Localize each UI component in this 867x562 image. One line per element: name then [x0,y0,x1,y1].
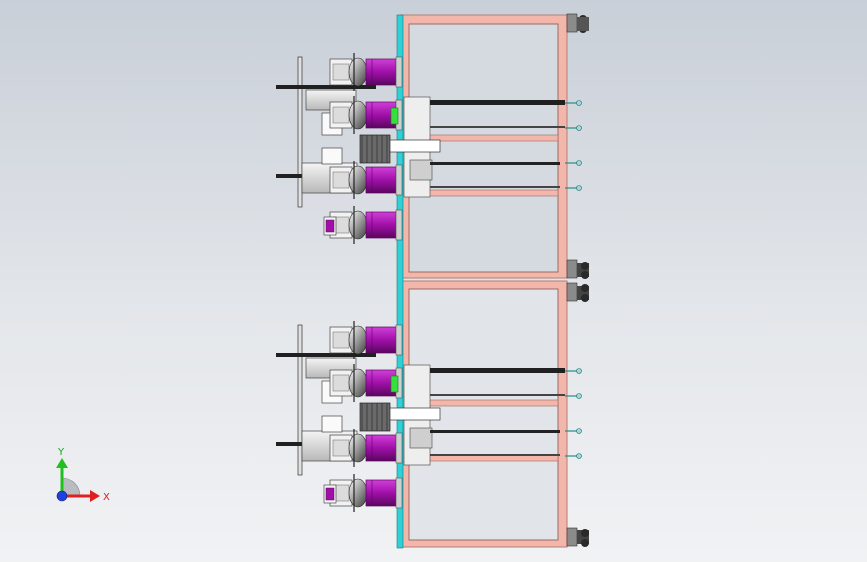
rod-end-nut [576,368,582,374]
rod-4 [430,186,560,188]
motor-mount-face [332,106,350,124]
carriage-plate [389,407,441,421]
rod-end-nut [576,185,582,191]
motor-unit-lower-1 [329,321,403,359]
caster-mid-lower [566,282,589,302]
motor-unit-upper-1 [329,53,403,91]
motor-body [365,166,397,194]
motor-body [365,479,397,507]
rod-3 [430,430,560,433]
motor-end-cap [348,478,368,508]
motor-mount-face [332,439,350,457]
drive-module-lower [276,321,582,512]
rod-top [430,100,565,105]
rod-2 [430,126,565,128]
motor-flange [395,56,403,88]
back-plate [297,324,303,476]
drive-module-upper [276,53,582,244]
motor-end-cap [348,100,368,130]
carriage-plate [389,139,441,153]
motor-end-cap [348,325,368,355]
rod-end-nut [576,428,582,434]
indicator-purple [325,219,335,233]
motor-end-cap [348,368,368,398]
motor-flange [395,477,403,509]
bearing-block-lower [321,147,343,165]
back-plate [297,56,303,208]
green-sensor [390,375,399,393]
motor-body [365,58,397,86]
rod-3 [430,162,560,165]
caster-mid-upper [566,259,589,279]
rod-end-nut [576,453,582,459]
gear-cluster [359,134,391,164]
rod-top [430,368,565,373]
triad-x-arrow [90,490,100,502]
motor-unit-lower-4 [329,474,403,512]
motor-unit-lower-3 [329,429,403,467]
motor-flange [395,324,403,356]
green-sensor [390,107,399,125]
motor-unit-upper-3 [329,161,403,199]
triad-x-label: X [103,492,110,503]
frame-crossbar-lower-mid [408,399,559,407]
motor-flange [395,209,403,241]
motor-mount-face [332,331,350,349]
caster-top [566,13,589,33]
gear-cluster [359,402,391,432]
motor-body [365,369,397,397]
motor-end-cap [348,57,368,87]
caster-group [566,13,589,547]
drive-modules [276,53,582,512]
coordinate-triad-icon: Y X [56,447,110,503]
rod-end-nut [576,125,582,131]
motor-end-cap [348,433,368,463]
motor-mount-face [332,374,350,392]
triad-y-arrow [56,458,68,468]
rod-2 [430,394,565,396]
indicator-purple [325,487,335,501]
triad-z-axis [56,490,68,502]
caster-bottom [566,527,589,547]
bearing-block-lower [321,415,343,433]
motor-body [365,434,397,462]
carriage-block [409,427,433,449]
rod-end-nut [576,160,582,166]
motor-unit-upper-4 [329,206,403,244]
carriage-block [409,159,433,181]
motor-end-cap [348,165,368,195]
rod-end-nut [576,100,582,106]
frame-crossbar-upper-low [408,189,559,197]
left-shaft-upper [276,353,376,357]
left-shaft-upper [276,85,376,89]
cyan-rail [396,14,404,549]
rod-end-nut [576,393,582,399]
motor-body [365,326,397,354]
main-frame [396,14,568,549]
triad-y-label: Y [57,447,65,458]
motor-mount-face [332,63,350,81]
motor-mount-face [332,171,350,189]
motor-flange [395,164,403,196]
motor-flange [395,432,403,464]
motor-end-cap [348,210,368,240]
rod-4 [430,454,560,456]
motor-body [365,211,397,239]
